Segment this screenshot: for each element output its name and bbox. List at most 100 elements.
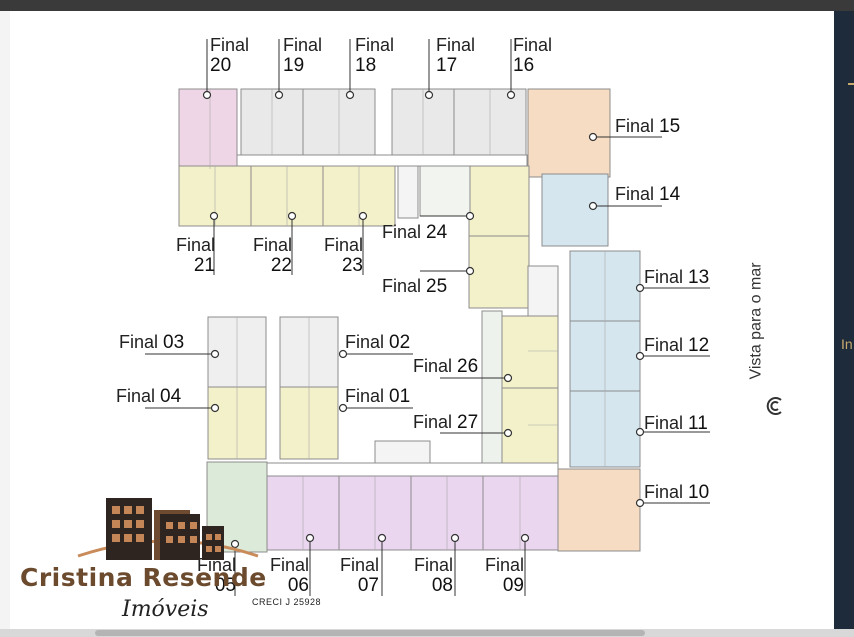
window-top-bar bbox=[0, 0, 854, 11]
label-number: 09 bbox=[502, 575, 524, 596]
label-word: Final bbox=[116, 386, 156, 406]
label-final-21: Final 21 bbox=[163, 235, 215, 276]
label-word: Final bbox=[345, 332, 385, 352]
label-word: Final bbox=[323, 235, 363, 255]
garden-top bbox=[419, 165, 471, 217]
label-final-04: Final 04 bbox=[116, 386, 181, 407]
garden-mid bbox=[481, 310, 503, 464]
label-number: 03 bbox=[163, 332, 185, 353]
label-word: Final bbox=[644, 413, 684, 433]
label-number: 02 bbox=[389, 332, 411, 353]
core-elevator bbox=[527, 265, 559, 322]
label-word: Final bbox=[175, 235, 215, 255]
horizontal-scrollbar[interactable] bbox=[0, 629, 854, 637]
label-final-06: Final 06 bbox=[257, 555, 309, 596]
unit-20 bbox=[178, 88, 238, 170]
label-final-20: Final 20 bbox=[210, 35, 249, 76]
label-final-13: Final 13 bbox=[644, 267, 709, 288]
label-number: 16 bbox=[513, 55, 535, 76]
unit-14 bbox=[541, 173, 609, 247]
label-number: 23 bbox=[341, 255, 363, 276]
label-word: Final bbox=[339, 555, 379, 575]
brand-logo-icon bbox=[77, 498, 259, 560]
label-word: Final bbox=[119, 332, 159, 352]
label-number: 26 bbox=[457, 356, 479, 377]
label-word: Final bbox=[269, 555, 309, 575]
label-word: Final bbox=[413, 412, 453, 432]
label-word: Final bbox=[252, 235, 292, 255]
wave-icon bbox=[766, 397, 782, 415]
label-number: 10 bbox=[688, 482, 710, 503]
label-number: 06 bbox=[287, 575, 309, 596]
label-final-02: Final 02 bbox=[345, 332, 410, 353]
brand-creci: CRECI J 25928 bbox=[252, 597, 322, 607]
label-word: Final bbox=[413, 356, 453, 376]
label-word: Final bbox=[283, 35, 323, 55]
corridor-bottom bbox=[266, 462, 559, 477]
sea-view-text: Vista para o mar bbox=[747, 262, 765, 380]
label-number: 18 bbox=[355, 55, 377, 76]
label-final-03: Final 03 bbox=[119, 332, 184, 353]
scrollbar-thumb[interactable] bbox=[95, 630, 645, 636]
label-final-24: Final 24 bbox=[382, 222, 447, 243]
label-final-16: Final 16 bbox=[513, 35, 552, 76]
label-final-23: Final 23 bbox=[311, 235, 363, 276]
label-word: Final bbox=[355, 35, 395, 55]
label-final-14: Final 14 bbox=[615, 184, 680, 205]
right-side-panel bbox=[834, 11, 854, 629]
label-number: 08 bbox=[431, 575, 453, 596]
label-word: Final bbox=[382, 222, 422, 242]
label-number: 22 bbox=[270, 255, 292, 276]
unit-27 bbox=[497, 387, 559, 464]
label-final-17: Final 17 bbox=[436, 35, 475, 76]
brand-subtitle: Imóveis bbox=[122, 597, 209, 622]
unit-09 bbox=[482, 475, 559, 551]
label-word: Final bbox=[210, 35, 250, 55]
label-number: 14 bbox=[659, 184, 681, 205]
label-number: 17 bbox=[436, 55, 458, 76]
label-number: 15 bbox=[659, 116, 681, 137]
label-number: 12 bbox=[688, 335, 710, 356]
unit-24 bbox=[468, 165, 530, 237]
label-number: 07 bbox=[357, 575, 379, 596]
core-small bbox=[374, 440, 431, 467]
label-number: 01 bbox=[389, 386, 411, 407]
label-number: 20 bbox=[210, 55, 232, 76]
label-final-18: Final 18 bbox=[355, 35, 394, 76]
label-word: Final bbox=[413, 555, 453, 575]
label-final-19: Final 19 bbox=[283, 35, 322, 76]
label-final-26: Final 26 bbox=[413, 356, 478, 377]
label-final-25: Final 25 bbox=[382, 276, 447, 297]
label-final-22: Final 22 bbox=[240, 235, 292, 276]
label-word: Final bbox=[644, 335, 684, 355]
label-final-27: Final 27 bbox=[413, 412, 478, 433]
label-number: 25 bbox=[426, 276, 448, 297]
label-word: Final bbox=[644, 267, 684, 287]
label-number: 27 bbox=[457, 412, 479, 433]
core-stair bbox=[397, 165, 419, 219]
label-word: Final bbox=[513, 35, 553, 55]
label-word: Final bbox=[615, 116, 655, 136]
label-word: Final bbox=[615, 184, 655, 204]
label-number: 11 bbox=[688, 413, 708, 434]
label-word: Final bbox=[484, 555, 524, 575]
unit-25 bbox=[468, 235, 530, 309]
unit-10 bbox=[557, 468, 641, 552]
label-final-07: Final 07 bbox=[327, 555, 379, 596]
unit-15 bbox=[527, 88, 611, 178]
label-final-01: Final 01 bbox=[345, 386, 410, 407]
brand-name: Cristina Resende bbox=[20, 563, 267, 592]
label-final-12: Final 12 bbox=[644, 335, 709, 356]
label-final-15: Final 15 bbox=[615, 116, 680, 137]
corridor-top bbox=[236, 154, 528, 167]
label-number: 05 bbox=[214, 575, 236, 596]
label-word: Final bbox=[644, 482, 684, 502]
label-word: Final bbox=[345, 386, 385, 406]
label-word: Final bbox=[436, 35, 476, 55]
label-number: 24 bbox=[426, 222, 448, 243]
label-final-10: Final 10 bbox=[644, 482, 709, 503]
label-word: Final bbox=[382, 276, 422, 296]
label-number: 04 bbox=[160, 386, 182, 407]
label-number: 19 bbox=[283, 55, 305, 76]
label-number: 21 bbox=[193, 255, 215, 276]
